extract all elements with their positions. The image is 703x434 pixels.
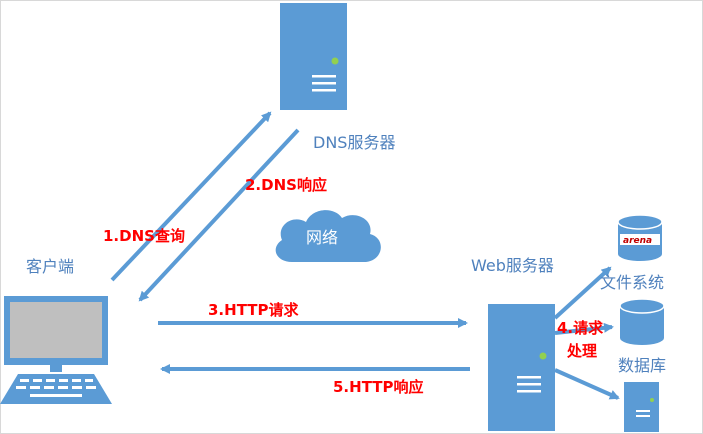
web-server-icon	[488, 304, 555, 431]
step-request-processing-label-2: 处理	[566, 342, 597, 360]
dns-query-arrow	[110, 111, 272, 282]
step-dns-response-label: 2.DNS响应	[245, 176, 327, 194]
step-http-response-label: 5.HTTP响应	[333, 378, 424, 396]
client-computer-icon	[0, 296, 112, 404]
web-server-label: Web服务器	[471, 256, 554, 275]
process-file-system-arrow	[553, 266, 612, 320]
step-request-processing-label-1: 4.请求	[557, 319, 604, 337]
database-icon	[619, 298, 665, 345]
database-label: 数据库	[618, 356, 666, 375]
dns-server-icon	[280, 3, 347, 110]
process-server-arrow	[554, 368, 620, 400]
network-label: 网络	[306, 228, 338, 247]
backend-server-icon	[624, 382, 659, 432]
dns-response-arrow	[138, 128, 300, 302]
step-dns-query-label: 1.DNS查询	[103, 227, 185, 245]
file-system-label: 文件系统	[600, 273, 664, 292]
network-cloud-icon	[275, 210, 381, 262]
dns-server-label: DNS服务器	[313, 133, 395, 152]
file-system-icon: arena	[617, 214, 663, 261]
process-database-arrow	[554, 322, 614, 335]
step-http-request-label: 3.HTTP请求	[208, 301, 299, 319]
client-label: 客户端	[26, 257, 74, 276]
file-system-logo: arena	[623, 236, 652, 246]
